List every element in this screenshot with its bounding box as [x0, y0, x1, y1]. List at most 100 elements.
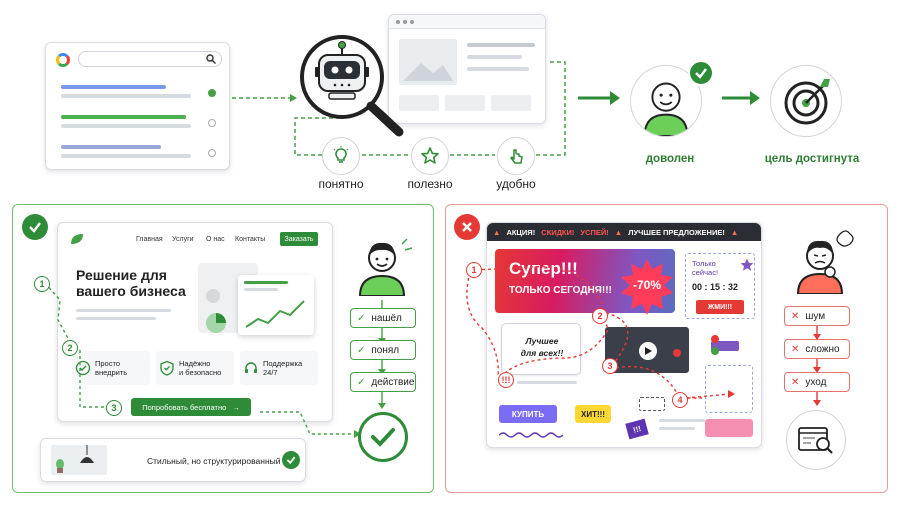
pie-chart-icon — [206, 313, 226, 333]
headline-line-2: вашего бизнеса — [76, 283, 186, 299]
buy-button[interactable]: КУПИТЬ — [499, 405, 557, 423]
feature-support-label-2: 24/7 — [263, 368, 278, 377]
star-decor-icon — [740, 258, 754, 271]
x-small-icon: ✕ — [791, 343, 800, 355]
caption-check-icon — [282, 451, 300, 469]
x-small-icon: ✕ — [791, 376, 800, 388]
bad-exclaim-marker: !!! — [498, 372, 514, 388]
growth-chart-icon — [245, 300, 305, 328]
bad-panel — [445, 204, 888, 493]
good-step-number-3: 3 — [106, 400, 122, 416]
pointer-icon — [497, 137, 535, 175]
try-free-label: Попробовать бесплатно — [142, 402, 227, 412]
google-logo — [56, 53, 70, 67]
webpage-mockup — [388, 14, 546, 124]
discount-label: -70% — [632, 278, 661, 292]
bad-step-noise-label: шум — [805, 310, 826, 322]
result-radio[interactable] — [208, 119, 216, 127]
bad-step-number-4: 4 — [672, 392, 688, 408]
result-radio-selected[interactable] — [208, 89, 216, 97]
placeholder-box — [639, 397, 665, 411]
hit-button[interactable]: ХИТ!!! — [575, 405, 611, 423]
good-step-number-2: 2 — [62, 340, 78, 356]
lightbulb-icon — [322, 137, 360, 175]
nav-services[interactable]: Услуги — [172, 236, 194, 243]
search-results-window — [45, 42, 230, 170]
squiggle-decor — [499, 432, 564, 438]
shield-icon — [160, 360, 174, 376]
feature-easy-label-2: внедрить — [95, 368, 128, 377]
bad-step-number-2: 2 — [592, 308, 608, 324]
leaf-logo-icon — [71, 234, 83, 244]
check-small-icon: ✓ — [357, 344, 366, 356]
bad-x-icon — [454, 214, 480, 240]
star-icon — [411, 137, 449, 175]
bad-website: ▲ АКЦИЯ! СКИДКИ! УСПЕЙ! ▲ ЛУЧШЕЕ ПРЕДЛОЖ… — [486, 222, 762, 448]
bubble-text-2: для всех!! — [520, 348, 564, 358]
result-radio[interactable] — [208, 149, 216, 157]
lamp-icon — [80, 445, 94, 463]
fire-icon: ▲ — [614, 227, 623, 237]
ticker-hurry: УСПЕЙ! — [580, 227, 609, 237]
timer-card: Только сейчас! 00 : 15 : 32 ЖМИ!!! — [685, 253, 755, 319]
label-goal: цель достигнута — [764, 153, 860, 165]
robot-icon — [300, 35, 404, 137]
bad-step-noise: ✕ шум — [784, 306, 850, 326]
good-step-understood: ✓ понял — [350, 340, 416, 360]
bad-step-leave-label: уход — [805, 376, 827, 388]
good-step-found: ✓нашёл — [350, 308, 416, 328]
good-panel — [12, 204, 434, 493]
bad-user-path — [466, 266, 735, 399]
nav-home[interactable]: Главная — [136, 236, 163, 243]
good-step-understood-label: понял — [371, 344, 400, 356]
confused-user-illustration — [796, 230, 854, 294]
label-convenient: удобно — [496, 177, 536, 191]
good-caption: Стильный, но структурированный — [147, 456, 281, 466]
x-small-icon: ✕ — [791, 310, 800, 322]
bad-step-number-1: 1 — [466, 262, 482, 278]
nav-contacts[interactable]: Контакты — [235, 236, 266, 243]
fire-icon: ▲ — [730, 227, 739, 237]
success-check-icon — [358, 412, 408, 462]
good-check-icon — [22, 214, 48, 240]
banner-subtitle: ТОЛЬКО СЕГОДНЯ!!! — [509, 285, 612, 296]
press-button[interactable]: ЖМИ!!! — [696, 300, 744, 314]
check-small-icon: ✓ — [357, 312, 366, 324]
bad-step-complex-label: сложно — [805, 343, 840, 355]
ticker-discounts: СКИДКИ! — [541, 227, 575, 237]
feature-reliable-label-2: и безопасно — [179, 368, 222, 377]
feature-support-label-1: Поддержка — [263, 359, 303, 368]
label-satisfied: доволен — [645, 153, 695, 165]
check-small-icon: ✓ — [357, 376, 366, 388]
ticker-best: ЛУЧШЕЕ ПРЕДЛОЖЕНИЕ! — [628, 227, 725, 237]
search-icon[interactable] — [206, 54, 216, 64]
record-dot — [673, 349, 681, 357]
feature-reliable-label-1: Надёжно — [179, 359, 211, 368]
timer-title-1: Только — [692, 259, 716, 268]
search-input[interactable] — [78, 51, 222, 67]
good-caption-card: Стильный, но структурированный — [40, 438, 306, 482]
good-website: Главная Услуги О нас Контакты Заказать Р… — [57, 222, 333, 422]
fire-icon: ▲ — [493, 227, 501, 237]
good-step-number-1: 1 — [34, 276, 50, 292]
nav-about[interactable]: О нас — [206, 236, 225, 243]
timer-title-2: сейчас! — [692, 268, 719, 277]
order-button[interactable]: Заказать — [280, 232, 318, 246]
search-page-icon — [786, 410, 846, 470]
placeholder-box — [705, 365, 753, 413]
check-icon — [688, 60, 714, 86]
bad-steps-arrows — [813, 326, 821, 406]
bubble-text-1: Лучшее — [525, 336, 559, 346]
headset-icon — [245, 362, 257, 373]
top-connectors — [232, 61, 760, 156]
play-icon[interactable] — [639, 342, 657, 360]
bad-step-number-3: 3 — [602, 358, 618, 374]
happy-user-illustration — [358, 238, 413, 296]
arrow-right-icon: → — [232, 402, 240, 412]
label-understood: понятно — [318, 177, 364, 191]
good-step-action: ✓действие — [350, 372, 416, 392]
try-free-button[interactable]: Попробовать бесплатно → — [131, 398, 251, 416]
